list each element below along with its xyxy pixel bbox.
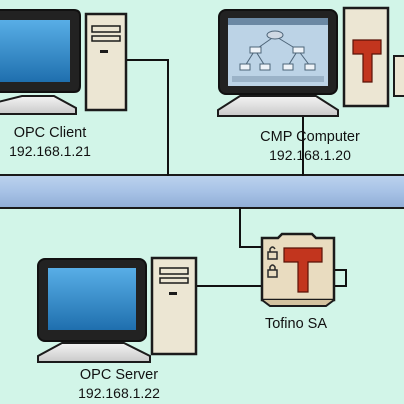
network-bus	[0, 174, 404, 209]
node-ip: 192.168.1.20	[269, 147, 351, 163]
tofino-security-appliance-icon	[260, 232, 336, 307]
node-name: Tofino SA	[264, 316, 328, 332]
client-link	[124, 59, 169, 176]
cmp-computer-label: CMP Computer 192.168.1.20	[230, 128, 390, 164]
tofino-sa-appliance	[260, 232, 336, 307]
node-ip: 192.168.1.21	[9, 143, 91, 159]
opc-server-computer	[37, 256, 198, 363]
node-name: OPC Server	[79, 367, 159, 383]
cmp-computer	[217, 6, 404, 117]
tofino-bus-link	[239, 207, 262, 248]
tofino-logo-icon	[352, 39, 382, 83]
lock-icon	[267, 246, 278, 278]
tofino-logo-icon	[283, 247, 323, 293]
desktop-computer-with-network-map-icon	[217, 6, 404, 117]
node-ip: 192.168.1.22	[78, 385, 160, 401]
desktop-computer-icon	[0, 9, 128, 115]
opc-client-computer	[0, 9, 128, 115]
node-name: OPC Client	[13, 125, 87, 141]
node-name: CMP Computer	[260, 129, 360, 145]
desktop-computer-icon	[37, 256, 198, 363]
opc-client-label: OPC Client 192.168.1.21	[0, 124, 100, 160]
opc-server-label: OPC Server 192.168.1.22	[54, 366, 184, 402]
tofino-sa-label: Tofino SA	[244, 315, 348, 333]
